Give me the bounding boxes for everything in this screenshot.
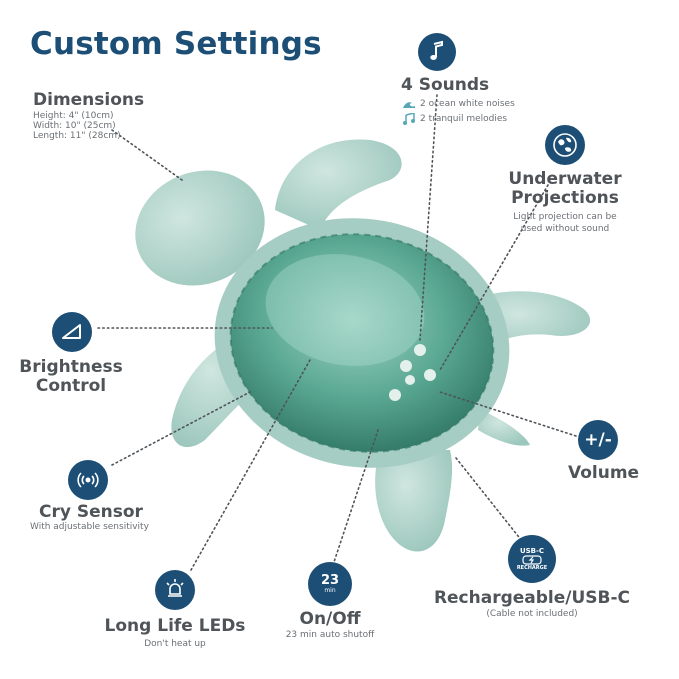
onoff-sub: 23 min auto shutoff (285, 630, 375, 640)
leds-heading: Long Life LEDs (104, 616, 246, 636)
dimensions-block: Dimensions Height: 4" (10cm) Width: 10" … (33, 90, 144, 141)
led-bulb-icon (155, 570, 195, 610)
volume-icon: +/- (578, 420, 618, 460)
music-note-icon (418, 33, 456, 71)
volume-heading: Volume (568, 463, 640, 483)
dimensions-length: Length: 11" (28cm) (33, 131, 121, 141)
rechargeable-heading: Rechargeable/USB-C (433, 588, 631, 608)
sounds-heading: 4 Sounds (401, 75, 490, 95)
sounds-list: 2 ocean white noises 2 tranquil melodies (402, 99, 515, 125)
sounds-item: 2 tranquil melodies (402, 113, 515, 125)
projection-icon (545, 125, 585, 165)
charge-bolt-icon (522, 555, 542, 565)
dimensions-width: Width: 10" (25cm) (33, 121, 116, 131)
cry-sensor-heading: Cry Sensor (39, 502, 143, 522)
rechargeable-sub: (Cable not included) (486, 609, 578, 619)
leds-sub: Don't heat up (144, 639, 206, 649)
dimensions-heading: Dimensions (33, 90, 145, 110)
dimensions-height: Height: 4" (10cm) (33, 111, 114, 121)
cry-sensor-sub: With adjustable sensitivity (30, 522, 149, 532)
page-title: Custom Settings (30, 26, 322, 62)
brightness-icon (52, 312, 92, 352)
onoff-heading: On/Off (299, 609, 361, 629)
usb-c-icon: USB-C RECHARGE (508, 535, 556, 583)
projections-heading: Underwater Projections (508, 169, 622, 208)
cry-sensor-icon (68, 460, 108, 500)
projections-sub: Light projection can be used without sou… (513, 212, 617, 234)
sounds-item: 2 ocean white noises (402, 99, 515, 109)
wave-icon (403, 101, 415, 108)
brightness-heading: Brightness Control (19, 357, 123, 396)
timer-icon: 23 min (308, 562, 352, 606)
music-notes-icon (403, 113, 415, 125)
